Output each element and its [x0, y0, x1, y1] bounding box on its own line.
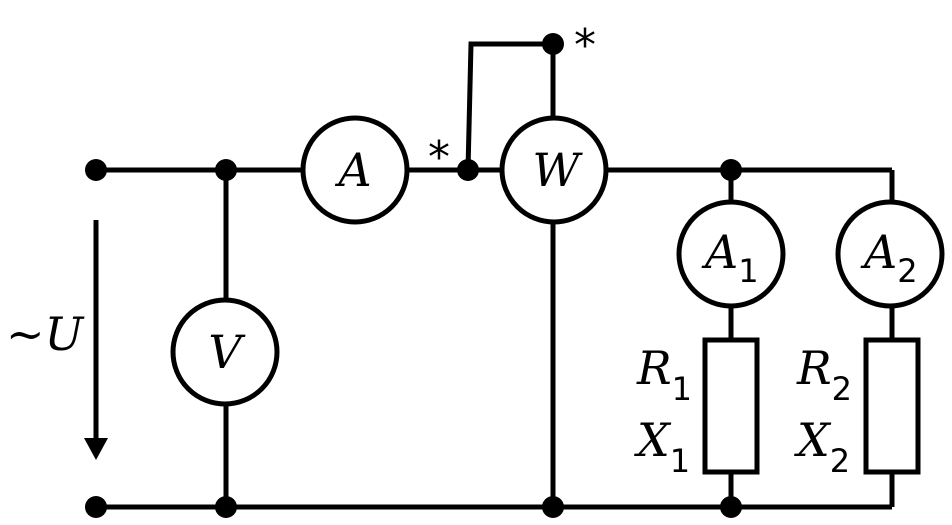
polarity-mark-voltage: * — [574, 20, 596, 71]
ammeter-main: A — [300, 115, 410, 225]
terminal-top — [85, 159, 107, 181]
wattmeter: W — [499, 115, 609, 225]
voltmeter-label: V — [208, 325, 246, 379]
ammeter-2-label: A2 — [860, 225, 918, 290]
node-voltmeter-top — [215, 159, 237, 181]
branch-2-resistance-subscript: 2 — [832, 370, 852, 408]
ammeter-2-subscript: 2 — [897, 252, 917, 290]
node-wattmeter-star — [457, 159, 479, 181]
branch-1-reactance-subscript: 1 — [670, 442, 690, 480]
voltmeter: V — [170, 297, 280, 407]
source-voltage-label: ~U — [6, 307, 86, 361]
node-wattmeter-top — [542, 33, 564, 55]
branch-2-resistance-label: R2 — [796, 341, 852, 408]
nodes — [85, 33, 742, 518]
branch-2-reactance-subscript: 2 — [830, 442, 850, 480]
terminal-bottom — [85, 496, 107, 518]
ammeter-1-subscript: 1 — [738, 252, 758, 290]
wattmeter-label: W — [532, 143, 583, 197]
voltage-arrow-head — [84, 438, 108, 460]
node-voltmeter-bottom — [215, 496, 237, 518]
polarity-mark-current: * — [428, 132, 450, 183]
branch-1-resistance-label: R1 — [636, 341, 692, 408]
wattmeter-current-loop — [465, 41, 556, 171]
branch-1-resistance-subscript: 1 — [672, 370, 692, 408]
ammeter-main-label: A — [334, 143, 371, 197]
node-branch-1-top — [720, 159, 742, 181]
node-wattmeter-bottom — [542, 496, 564, 518]
node-branch-1-bottom — [720, 496, 742, 518]
ammeter-2: A2 — [835, 199, 945, 309]
branch-1-reactance-label: X1 — [634, 413, 690, 480]
branch-2-reactance-label: X2 — [794, 413, 850, 480]
impedance-1 — [702, 337, 760, 475]
ammeter-1: A1 — [676, 199, 786, 309]
impedance-2 — [863, 337, 921, 475]
ammeter-1-label: A1 — [701, 225, 759, 290]
